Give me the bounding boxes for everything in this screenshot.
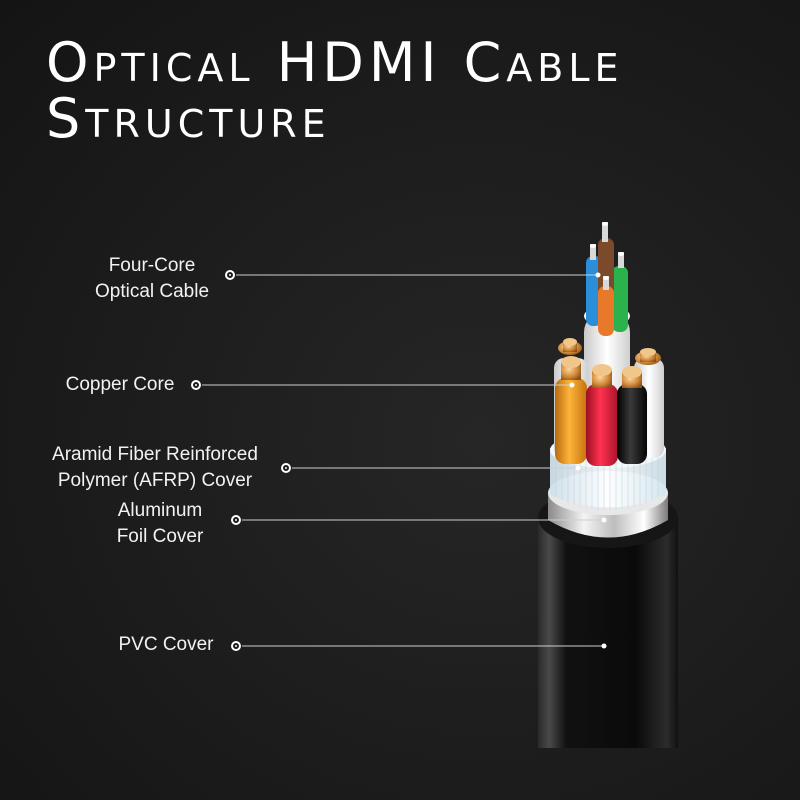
marker-aluminum — [231, 515, 241, 525]
wire-black — [617, 384, 647, 464]
label-aramid-cover: Aramid Fiber Reinforced Polymer (AFRP) C… — [30, 442, 280, 494]
marker-aramid — [281, 463, 291, 473]
fiber-brown — [598, 238, 614, 298]
marker-four-core — [225, 270, 235, 280]
label-four-core-line2: Optical Cable — [94, 281, 210, 302]
label-four-core-line1: Four-Core — [108, 255, 196, 276]
label-copper-core: Copper Core — [50, 372, 190, 398]
label-pvc-line1: PVC Cover — [118, 634, 214, 655]
leader-lines — [202, 274, 604, 647]
fiber-green — [612, 266, 628, 332]
wire-red — [586, 384, 618, 466]
copper-core-wires — [554, 338, 664, 466]
label-copper-core-line1: Copper Core — [65, 374, 175, 395]
title-line-1: Optical HDMI Cable — [46, 31, 624, 94]
wire-orange — [555, 378, 587, 464]
label-four-core-optical-cable: Four-Core Optical Cable — [72, 253, 232, 305]
four-core-fibers — [586, 222, 628, 336]
leader-end-dots — [569, 272, 607, 649]
label-aluminum-line1: Aluminum — [117, 500, 203, 521]
fiber-orange — [598, 286, 614, 336]
label-aluminum-line2: Foil Cover — [116, 526, 204, 547]
label-aluminum-foil-cover: Aluminum Foil Cover — [100, 498, 220, 550]
label-pvc-cover: PVC Cover — [96, 632, 236, 658]
label-aramid-line2: Polymer (AFRP) Cover — [57, 470, 253, 491]
title-line-2: Structure — [46, 87, 331, 150]
marker-copper-core — [191, 380, 201, 390]
label-aramid-line1: Aramid Fiber Reinforced — [52, 444, 258, 465]
marker-pvc — [231, 641, 241, 651]
